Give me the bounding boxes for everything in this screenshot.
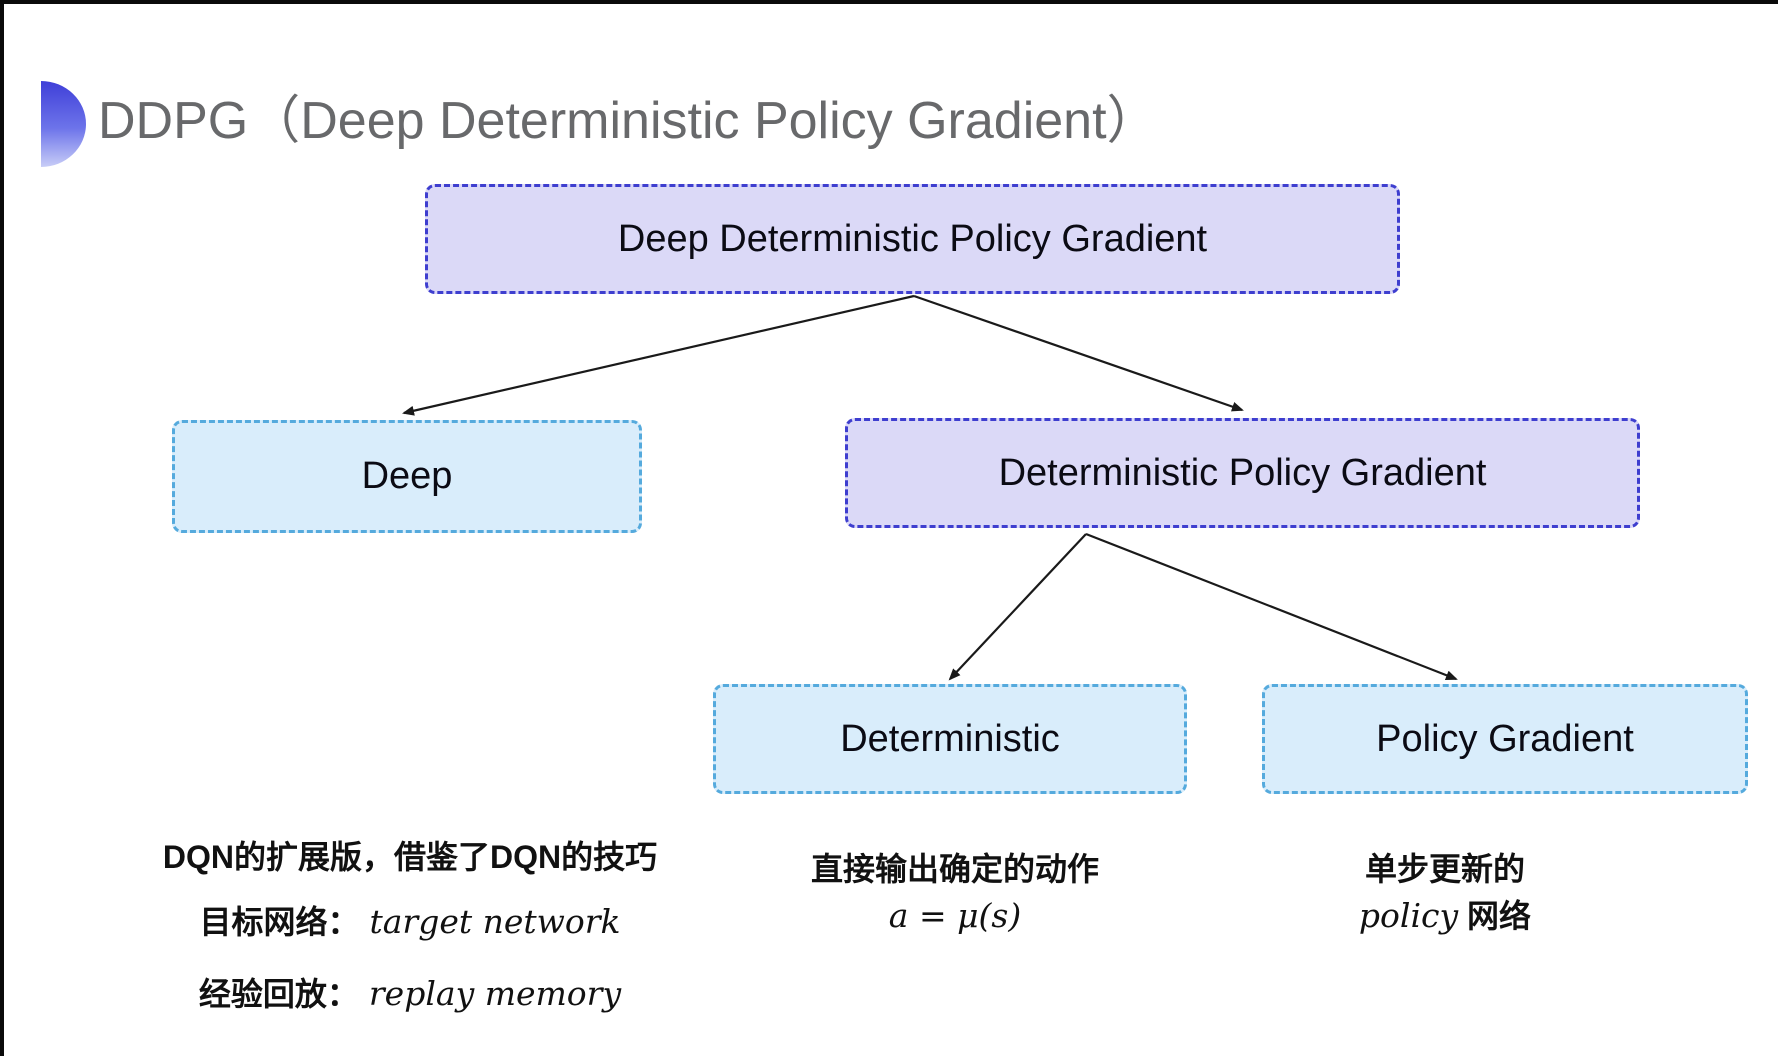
node-deep: Deep — [172, 420, 642, 533]
frame-top-edge — [0, 0, 1778, 4]
title-bullet-icon — [41, 81, 86, 167]
note-pg-line1: 单步更新的 — [1364, 851, 1525, 887]
node-root: Deep Deterministic Policy Gradient — [425, 184, 1400, 294]
note-deep-line3-cn: 经验回放： — [198, 975, 359, 1012]
node-policy-gradient: Policy Gradient — [1262, 684, 1748, 794]
node-deterministic: Deterministic — [713, 684, 1187, 794]
frame-left-edge — [0, 0, 4, 1056]
edge-dpg-to-deterministic — [948, 533, 1087, 681]
node-root-label: Deep Deterministic Policy Gradient — [617, 217, 1208, 260]
note-deterministic-line1: 直接输出确定的动作 — [810, 851, 1099, 887]
note-policy-gradient: 单步更新的 policy 网络 — [1230, 850, 1660, 936]
note-pg-line2-cn: 网络 — [1467, 898, 1532, 935]
edge-root-to-dpg — [913, 294, 1244, 412]
node-deterministic-label: Deterministic — [840, 717, 1060, 760]
note-pg-line2-en: policy — [1358, 896, 1459, 936]
note-deep-line2-cn: 目标网络： — [199, 904, 360, 941]
node-deterministic-policy-gradient: Deterministic Policy Gradient — [845, 418, 1640, 528]
note-deterministic: 直接输出确定的动作 a = μ(s) — [740, 850, 1170, 936]
note-deep-line2-en: target network — [369, 902, 621, 942]
note-deterministic-formula: a = μ(s) — [888, 896, 1022, 936]
note-pg-line2: policy 网络 — [1230, 896, 1660, 936]
note-deep-line2: 目标网络：target network — [120, 902, 700, 942]
edge-root-to-deep — [402, 294, 915, 416]
note-deep-line1: DQN的扩展版，借鉴了DQN的技巧 — [162, 839, 658, 875]
note-deep: DQN的扩展版，借鉴了DQN的技巧 目标网络：target network 经验… — [120, 838, 700, 1014]
node-dpg-label: Deterministic Policy Gradient — [998, 451, 1487, 494]
edge-dpg-to-policy-gradient — [1085, 532, 1458, 681]
page-title: DDPG（Deep Deterministic Policy Gradient） — [98, 92, 1159, 150]
node-policy-gradient-label: Policy Gradient — [1376, 717, 1634, 760]
node-deep-label: Deep — [361, 455, 453, 497]
note-deep-line3-en: replay memory — [368, 973, 622, 1013]
note-deep-line3: 经验回放：replay memory — [120, 974, 700, 1014]
